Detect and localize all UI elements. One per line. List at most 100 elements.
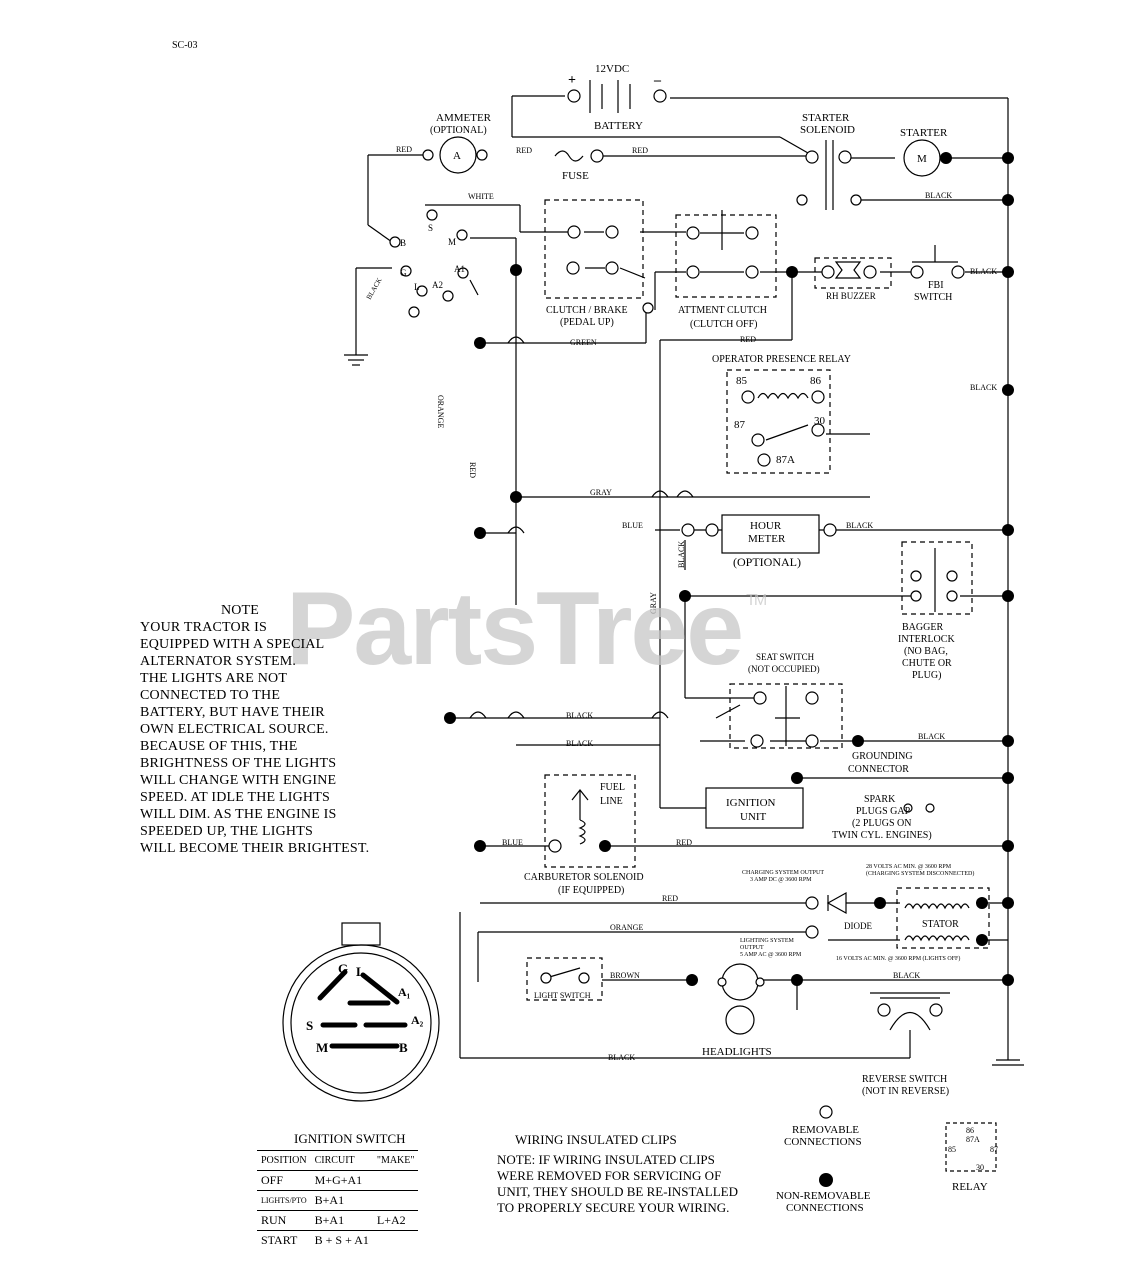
fuel-line-label-2: LINE xyxy=(600,796,623,807)
relay-term-85: 85 xyxy=(736,375,748,387)
relay-legend-87: 87 xyxy=(990,1145,998,1154)
wire-black-hour: BLACK xyxy=(677,541,686,568)
relay-legend-label: RELAY xyxy=(952,1181,988,1193)
wire-white: WHITE xyxy=(468,192,494,201)
wire-red-vertical: RED xyxy=(468,462,477,478)
battery-plus-label: + xyxy=(568,73,576,88)
note-line: WILL BECOME THEIR BRIGHTEST. xyxy=(140,841,370,856)
stator-label: STATOR xyxy=(922,919,959,930)
table-cell xyxy=(372,1230,419,1250)
wire-red-pto: RED xyxy=(740,335,756,344)
note-line: EQUIPPED WITH A SPECIAL xyxy=(140,637,325,652)
ign-term-a1: A1 xyxy=(454,264,465,274)
fbi-switch-label-1: FBI xyxy=(928,280,944,291)
clips-line: UNIT, THEY SHOULD BE RE-INSTALLED xyxy=(497,1184,738,1199)
note-line: SPEEDED UP, THE LIGHTS xyxy=(140,824,313,839)
lighting-output-3: 5 AMP AC @ 3600 RPM xyxy=(740,952,802,958)
relay-legend-30: 30 xyxy=(976,1163,984,1172)
bagger-label-2: INTERLOCK xyxy=(898,634,955,645)
hour-meter-label-2: METER xyxy=(748,533,786,545)
table-row: START B + S + A1 xyxy=(257,1230,419,1250)
table-cell: L+A2 xyxy=(372,1210,419,1231)
wire-black-left-2: BLACK xyxy=(566,739,593,748)
note-line: BECAUSE OF THIS, THE xyxy=(140,739,298,754)
isw-s: S xyxy=(306,1018,313,1033)
note-line: CONNECTED TO THE xyxy=(140,688,281,703)
wire-red-ammeter: RED xyxy=(396,145,412,154)
wire-blue-carb: BLUE xyxy=(502,838,523,847)
starter-symbol: M xyxy=(917,153,927,165)
opr-relay-label: OPERATOR PRESENCE RELAY xyxy=(712,354,851,365)
wire-black-solenoid: BLACK xyxy=(925,191,952,200)
spark-label-3: (2 PLUGS ON xyxy=(852,818,911,829)
wire-green: GREEN xyxy=(570,338,597,347)
pto-clutch-label-1: ATTMENT CLUTCH xyxy=(678,305,767,316)
table-row: RUN B+A1 L+A2 xyxy=(257,1210,419,1231)
table-header: POSITION xyxy=(257,1150,311,1171)
wire-black-bus: BLACK xyxy=(970,383,997,392)
grounding-label-2: CONNECTOR xyxy=(848,764,909,775)
clips-line: WERE REMOVED FOR SERVICING OF xyxy=(497,1168,722,1183)
table-cell: LIGHTS/PTO xyxy=(257,1190,311,1211)
wire-red-fuse: RED xyxy=(632,146,648,155)
wire-gray-vertical: GRAY xyxy=(649,592,658,614)
light-switch-label: LIGHT SWITCH xyxy=(534,991,591,1000)
wire-black-lights: BLACK xyxy=(893,971,920,980)
ign-term-g: G xyxy=(400,268,407,278)
fuse-label: FUSE xyxy=(562,170,589,182)
note-line: WILL CHANGE WITH ENGINE xyxy=(140,773,337,788)
wiring-clips-note: WIRING INSULATED CLIPS NOTE: IF WIRING I… xyxy=(497,1132,738,1216)
note-line: SPEED. AT IDLE THE LIGHTS xyxy=(140,790,330,805)
ammeter-optional-label: (OPTIONAL) xyxy=(430,125,487,136)
wire-red-charging: RED xyxy=(662,894,678,903)
wire-black-hour-right: BLACK xyxy=(846,521,873,530)
isw-a1: A₁ xyxy=(398,985,411,999)
table-cell: M+G+A1 xyxy=(310,1170,373,1191)
relay-term-87: 87 xyxy=(734,419,746,431)
wire-red-battery: RED xyxy=(516,146,532,155)
alternator-note: NOTE YOUR TRACTOR IS EQUIPPED WITH A SPE… xyxy=(140,602,410,857)
table-cell: START xyxy=(257,1230,311,1250)
isw-b: B xyxy=(399,1040,408,1055)
table-header-row: POSITION CIRCUIT "MAKE" xyxy=(257,1150,419,1171)
clips-title: WIRING INSULATED CLIPS xyxy=(515,1132,677,1147)
fuel-line-label-1: FUEL xyxy=(600,782,625,793)
seat-switch-label-2: (NOT OCCUPIED) xyxy=(748,664,820,674)
bagger-label-5: PLUG) xyxy=(912,670,941,681)
ign-term-b: B xyxy=(400,238,406,248)
spark-label-1: SPARK xyxy=(864,794,896,805)
relay-term-87a: 87A xyxy=(776,454,795,466)
ignition-switch-title: IGNITION SWITCH xyxy=(294,1131,406,1146)
battery-label: BATTERY xyxy=(594,120,643,132)
wire-gray: GRAY xyxy=(590,488,612,497)
pto-clutch-label-2: (CLUTCH OFF) xyxy=(690,319,758,330)
ignition-unit-label-1: IGNITION xyxy=(726,797,776,809)
wire-blue-hour: BLUE xyxy=(622,521,643,530)
relay-term-30: 30 xyxy=(814,415,826,427)
headlights-label: HEADLIGHTS xyxy=(702,1046,772,1058)
clutch-brake-label-2: (PEDAL UP) xyxy=(560,317,614,328)
removable-label-1: REMOVABLE xyxy=(792,1124,859,1136)
battery-minus-label: – xyxy=(653,73,662,88)
battery-voltage-label: 12VDC xyxy=(595,63,629,75)
wire-orange: ORANGE xyxy=(610,923,643,932)
carb-label-1: CARBURETOR SOLENOID xyxy=(524,872,644,883)
seat-switch-label-1: SEAT SWITCH xyxy=(756,652,815,662)
non-removable-label-2: CONNECTIONS xyxy=(786,1202,864,1214)
note-line: ALTERNATOR SYSTEM. xyxy=(140,654,297,669)
hour-meter-label-1: HOUR xyxy=(750,520,782,532)
note-line: YOUR TRACTOR IS xyxy=(140,620,267,635)
isw-a2: A₂ xyxy=(411,1013,424,1027)
bagger-label-3: (NO BAG, xyxy=(904,646,948,657)
table-cell: B + S + A1 xyxy=(310,1230,373,1250)
ign-term-m: M xyxy=(448,237,456,247)
table-header: CIRCUIT xyxy=(310,1150,373,1171)
note-line: OWN ELECTRICAL SOURCE. xyxy=(140,722,329,737)
ammeter-label: AMMETER xyxy=(436,112,492,124)
grounding-label-1: GROUNDING xyxy=(852,751,913,762)
table-row: OFF M+G+A1 xyxy=(257,1170,419,1191)
table-header: "MAKE" xyxy=(372,1150,419,1171)
ignition-unit-label-2: UNIT xyxy=(740,811,767,823)
ignition-switch-table: POSITION CIRCUIT "MAKE" OFF M+G+A1 LIGHT… xyxy=(257,1150,419,1250)
